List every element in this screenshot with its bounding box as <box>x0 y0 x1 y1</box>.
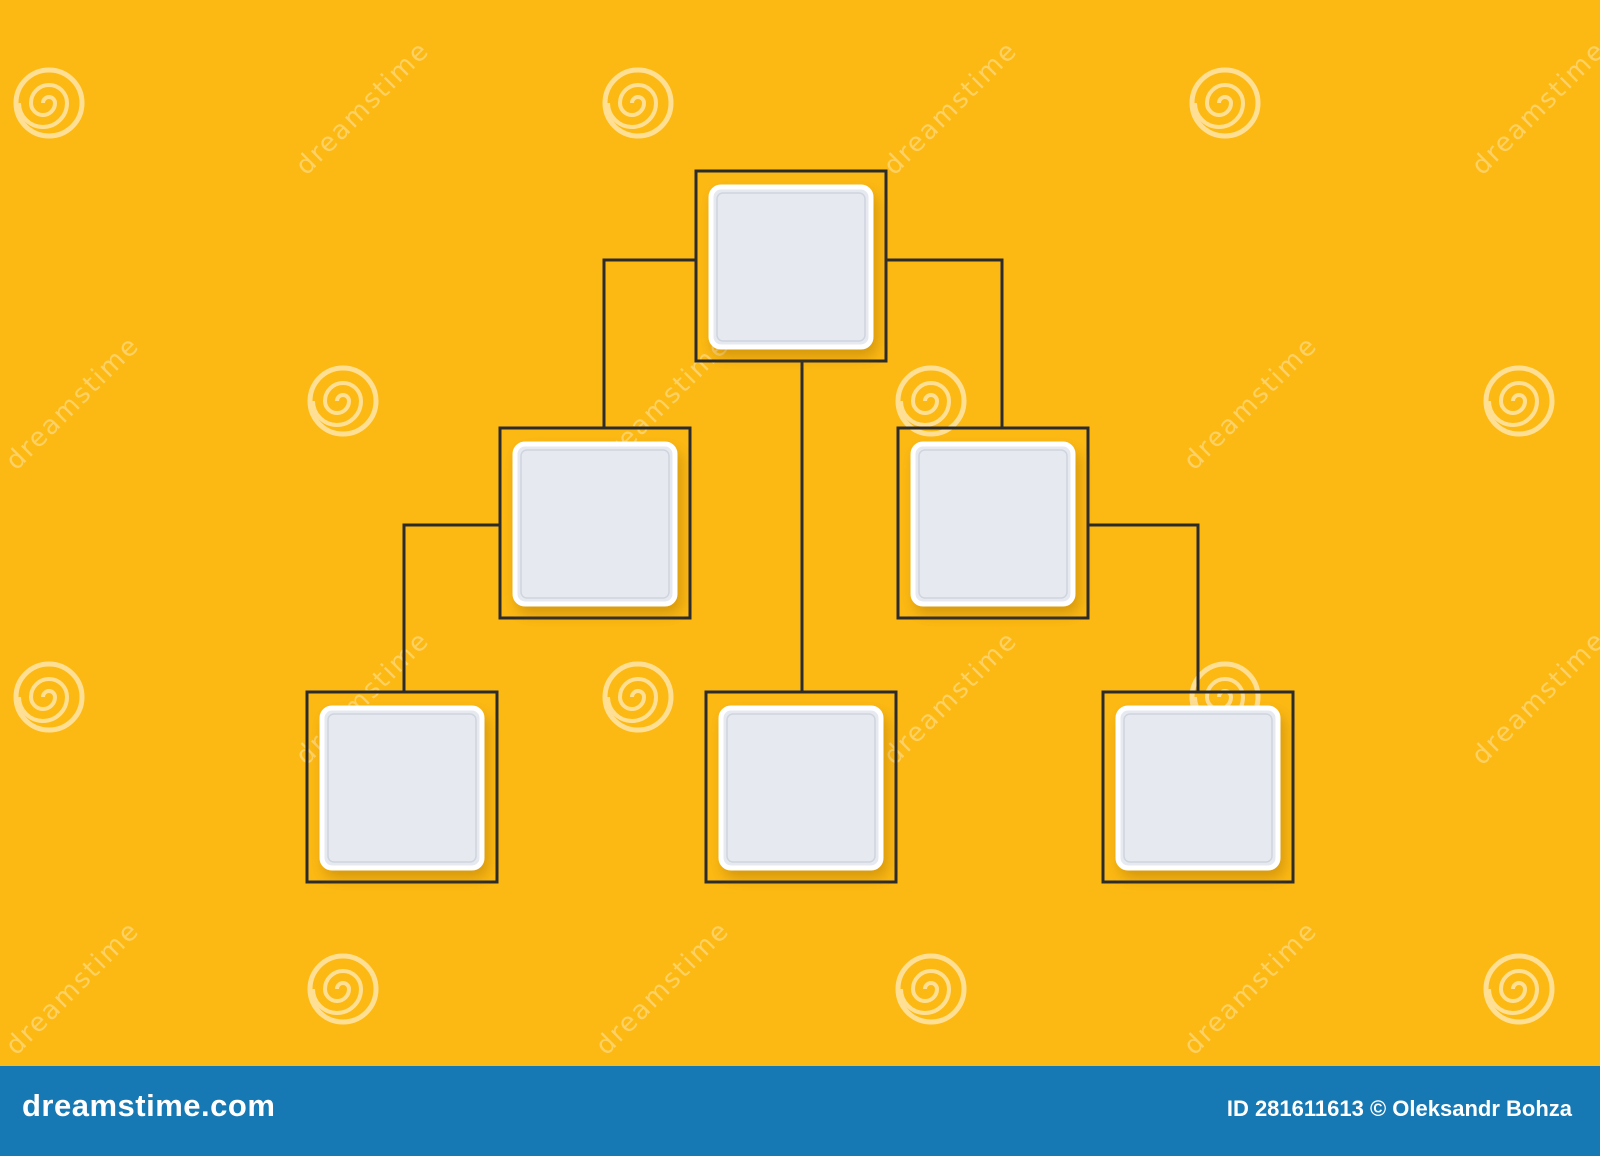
connector-mid-left-to-leaf-left <box>402 523 500 692</box>
node-frame <box>896 426 1090 620</box>
watermark-swirl-icon <box>1482 364 1556 438</box>
node-card <box>910 441 1076 607</box>
node-mid-right <box>896 426 1090 620</box>
stock-footer-bar: dreamstime.com ID 281611613 © Oleksandr … <box>0 1066 1600 1156</box>
node-card <box>708 184 874 350</box>
node-card <box>512 441 678 607</box>
node-mid-left <box>498 426 692 620</box>
watermark-swirl-icon <box>601 66 675 140</box>
watermark-swirl-icon <box>12 66 86 140</box>
node-frame <box>704 690 898 884</box>
org-chart-diagram <box>305 169 1295 884</box>
node-frame <box>498 426 692 620</box>
node-card <box>718 705 884 871</box>
watermark-swirl-icon <box>1188 66 1262 140</box>
node-card-inset <box>327 713 477 863</box>
watermark-swirl-icon <box>12 660 86 734</box>
watermark-swirl-icon <box>306 364 380 438</box>
node-frame <box>305 690 499 884</box>
watermark-swirl-icon <box>1482 952 1556 1026</box>
node-card-inset <box>1123 713 1273 863</box>
connector-root-to-mid-left <box>602 258 696 428</box>
node-card-inset <box>520 449 670 599</box>
footer-brand: dreamstime.com <box>22 1088 276 1123</box>
node-card-inset <box>726 713 876 863</box>
connector-root-to-mid-right <box>886 258 1004 428</box>
watermark-swirl-icon <box>306 952 380 1026</box>
node-card <box>1115 705 1281 871</box>
watermark-swirl-icon <box>894 952 968 1026</box>
connector-mid-right-to-leaf-right <box>1088 523 1200 692</box>
node-root <box>694 169 888 363</box>
node-card-inset <box>716 192 866 342</box>
node-leaf-center <box>704 690 898 884</box>
node-card <box>319 705 485 871</box>
node-leaf-left <box>305 690 499 884</box>
watermark-swirl-icon <box>894 364 968 438</box>
footer-credit: ID 281611613 © Oleksandr Bohza <box>1226 1096 1572 1121</box>
node-leaf-right <box>1101 690 1295 884</box>
node-card-inset <box>918 449 1068 599</box>
watermark-swirl-icon <box>601 660 675 734</box>
node-frame <box>1101 690 1295 884</box>
node-frame <box>694 169 888 363</box>
